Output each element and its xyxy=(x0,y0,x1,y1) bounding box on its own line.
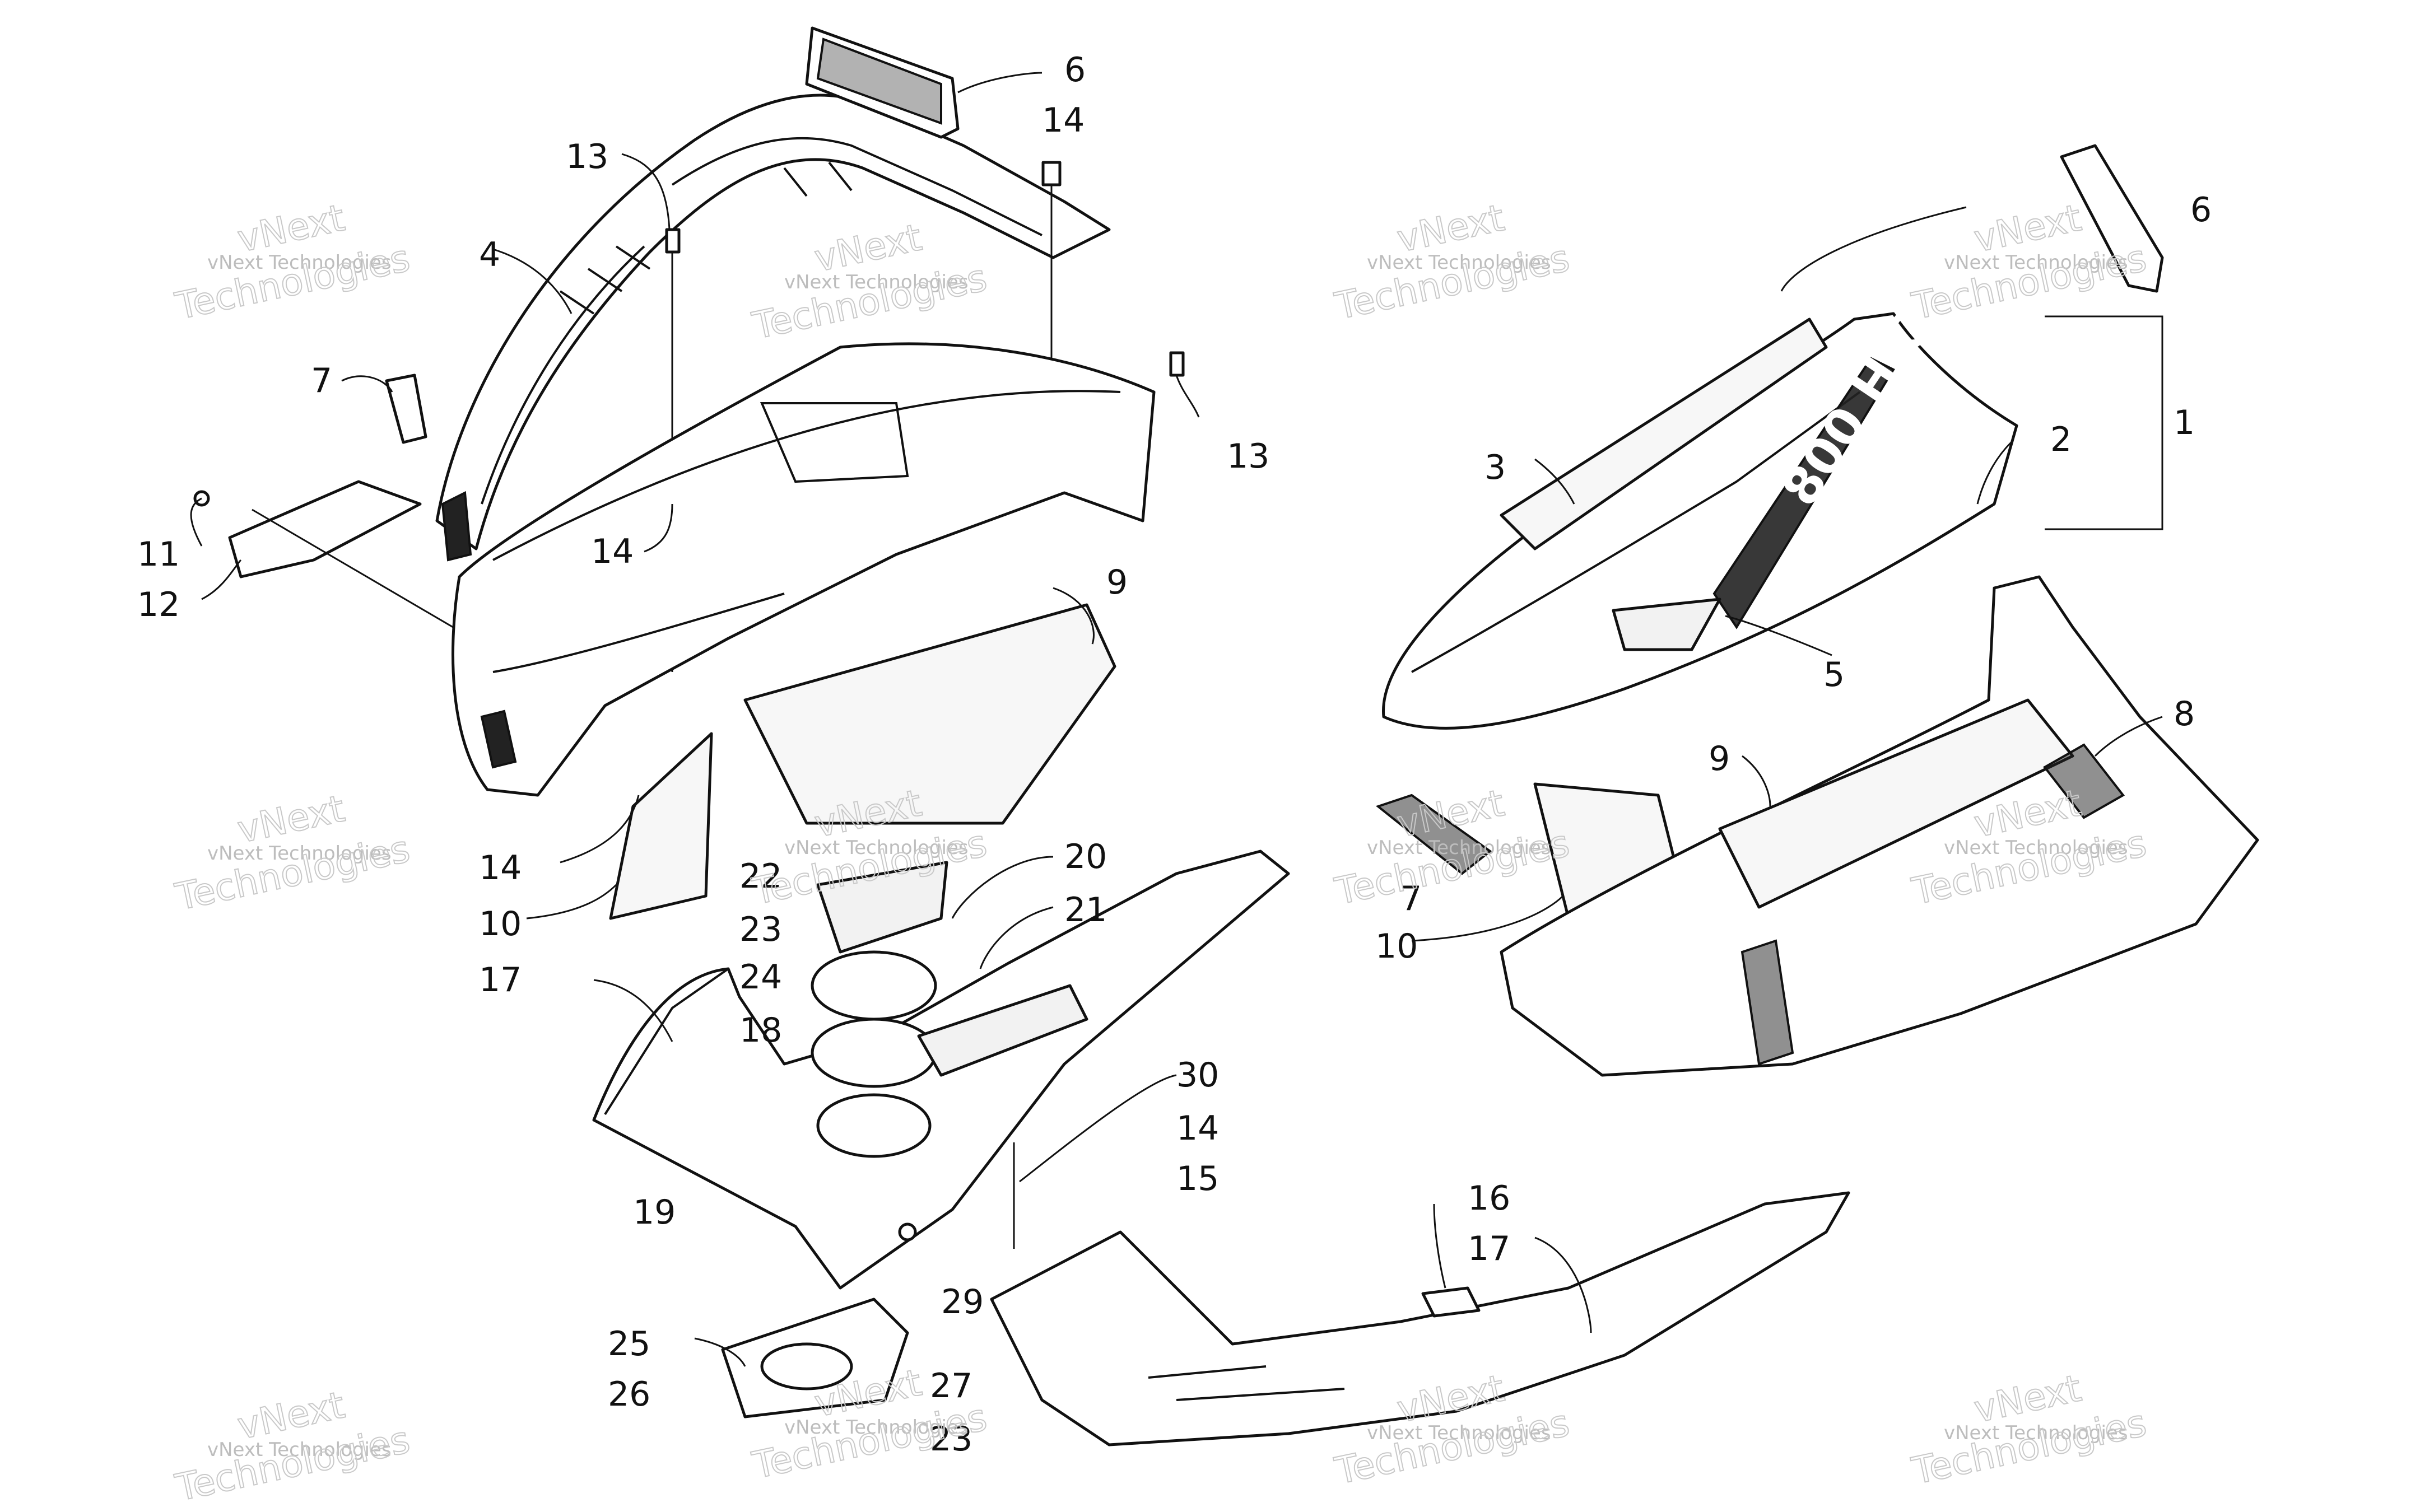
svg-text:vNext Technologies: vNext Technologies xyxy=(1367,251,1551,274)
part-3-decal xyxy=(1500,318,1828,550)
callout-6: 6 xyxy=(2190,190,2212,230)
part-lower-belly-pan xyxy=(592,850,1290,1290)
part-6-grille-right xyxy=(2060,144,2164,293)
part-5-decal xyxy=(1612,598,1721,651)
callout-13: 13 xyxy=(1227,437,1269,476)
watermark: vNext Technologies vNext Technologies xyxy=(171,1383,414,1510)
svg-text:vNext Technologies: vNext Technologies xyxy=(1367,837,1551,859)
part-10-foam-left xyxy=(609,732,713,920)
callout-12: 12 xyxy=(137,585,180,624)
watermark: vNext Technologies vNext Technologies xyxy=(171,195,414,329)
callout-9: 9 xyxy=(1106,563,1128,602)
part-7-vent-left xyxy=(385,374,427,444)
callout-23: 23 xyxy=(739,910,782,949)
callout-16: 16 xyxy=(1468,1179,1510,1218)
part-2-hood: 800 H.O. xyxy=(1382,281,2018,730)
callout-17: 17 xyxy=(479,960,522,1000)
callout-8: 8 xyxy=(2174,694,2195,734)
part-4-upper-nose xyxy=(435,94,1111,562)
part-7-vent-right xyxy=(1375,794,1492,875)
callout-17: 17 xyxy=(1468,1229,1510,1268)
part-8-belly xyxy=(1500,575,2259,1077)
callout-29: 29 xyxy=(941,1282,984,1322)
callout-30: 30 xyxy=(1176,1056,1219,1095)
svg-text:vNext Technologies: vNext Technologies xyxy=(207,251,392,274)
callout-14: 14 xyxy=(479,848,522,888)
hardware-top xyxy=(665,161,1185,672)
callout-10: 10 xyxy=(479,904,522,944)
bracket-1 xyxy=(2045,315,2163,530)
svg-text:vNext Technologies: vNext Technologies xyxy=(784,1416,969,1439)
part-6-grille-left xyxy=(805,26,960,139)
part-main-lower-hood xyxy=(452,342,1156,797)
part-9-foam-left xyxy=(743,603,1116,825)
watermark: vNext Technologies vNext Technologies xyxy=(171,786,414,920)
callout-14: 14 xyxy=(1176,1109,1219,1148)
callout-13: 13 xyxy=(566,137,608,176)
callout-23: 23 xyxy=(930,1420,972,1459)
watermark: vNext Technologies vNext Technologies xyxy=(748,215,991,348)
callout-22: 22 xyxy=(739,857,782,896)
callout-24: 24 xyxy=(739,958,782,997)
svg-text:vNext Technologies: vNext Technologies xyxy=(1944,251,2128,274)
svg-text:vNext Technologies: vNext Technologies xyxy=(784,271,969,293)
callout-25: 25 xyxy=(608,1324,650,1364)
svg-text:vNext Technologies: vNext Technologies xyxy=(784,837,969,859)
callout-11: 11 xyxy=(137,535,180,574)
part-17-lower-bumper xyxy=(990,1191,1850,1446)
watermark: vNext Technologies vNext Technologies xyxy=(1330,781,1574,914)
part-25-lower-bracket xyxy=(721,1298,909,1418)
callout-10: 10 xyxy=(1375,927,1418,966)
svg-text:vNext Technologies: vNext Technologies xyxy=(207,842,392,865)
callout-3: 3 xyxy=(1484,448,1506,487)
callout-1: 1 xyxy=(2174,403,2195,442)
callout-7: 7 xyxy=(1400,879,1422,918)
callout-labels: 6 14 13 4 7 13 11 12 14 9 14 10 22 20 23… xyxy=(137,50,2212,1459)
callout-4: 4 xyxy=(479,235,500,274)
watermark: vNext Technologies vNext Technologies xyxy=(1907,1366,2151,1494)
callout-18: 18 xyxy=(739,1011,782,1050)
callout-27: 27 xyxy=(930,1366,972,1406)
callout-14: 14 xyxy=(591,532,634,571)
callout-20: 20 xyxy=(1064,837,1107,876)
callout-7: 7 xyxy=(311,361,332,400)
part-12-bracket xyxy=(193,480,482,645)
callout-26: 26 xyxy=(608,1375,650,1414)
watermark: vNext Technologies vNext Technologies xyxy=(1330,195,1574,329)
callout-2: 2 xyxy=(2050,420,2072,459)
svg-text:vNext Technologies: vNext Technologies xyxy=(207,1439,392,1461)
callout-6: 6 xyxy=(1064,50,1086,90)
svg-text:vNext Technologies: vNext Technologies xyxy=(1367,1422,1551,1444)
callout-14: 14 xyxy=(1042,101,1085,140)
svg-text:vNext Technologies: vNext Technologies xyxy=(1944,837,2128,859)
leader-lines xyxy=(190,72,2163,1367)
callout-9: 9 xyxy=(1709,739,1730,778)
callout-21: 21 xyxy=(1064,890,1107,930)
callout-19: 19 xyxy=(633,1193,676,1232)
svg-text:vNext Technologies: vNext Technologies xyxy=(1944,1422,2128,1444)
callout-5: 5 xyxy=(1823,655,1845,694)
callout-15: 15 xyxy=(1176,1159,1219,1198)
